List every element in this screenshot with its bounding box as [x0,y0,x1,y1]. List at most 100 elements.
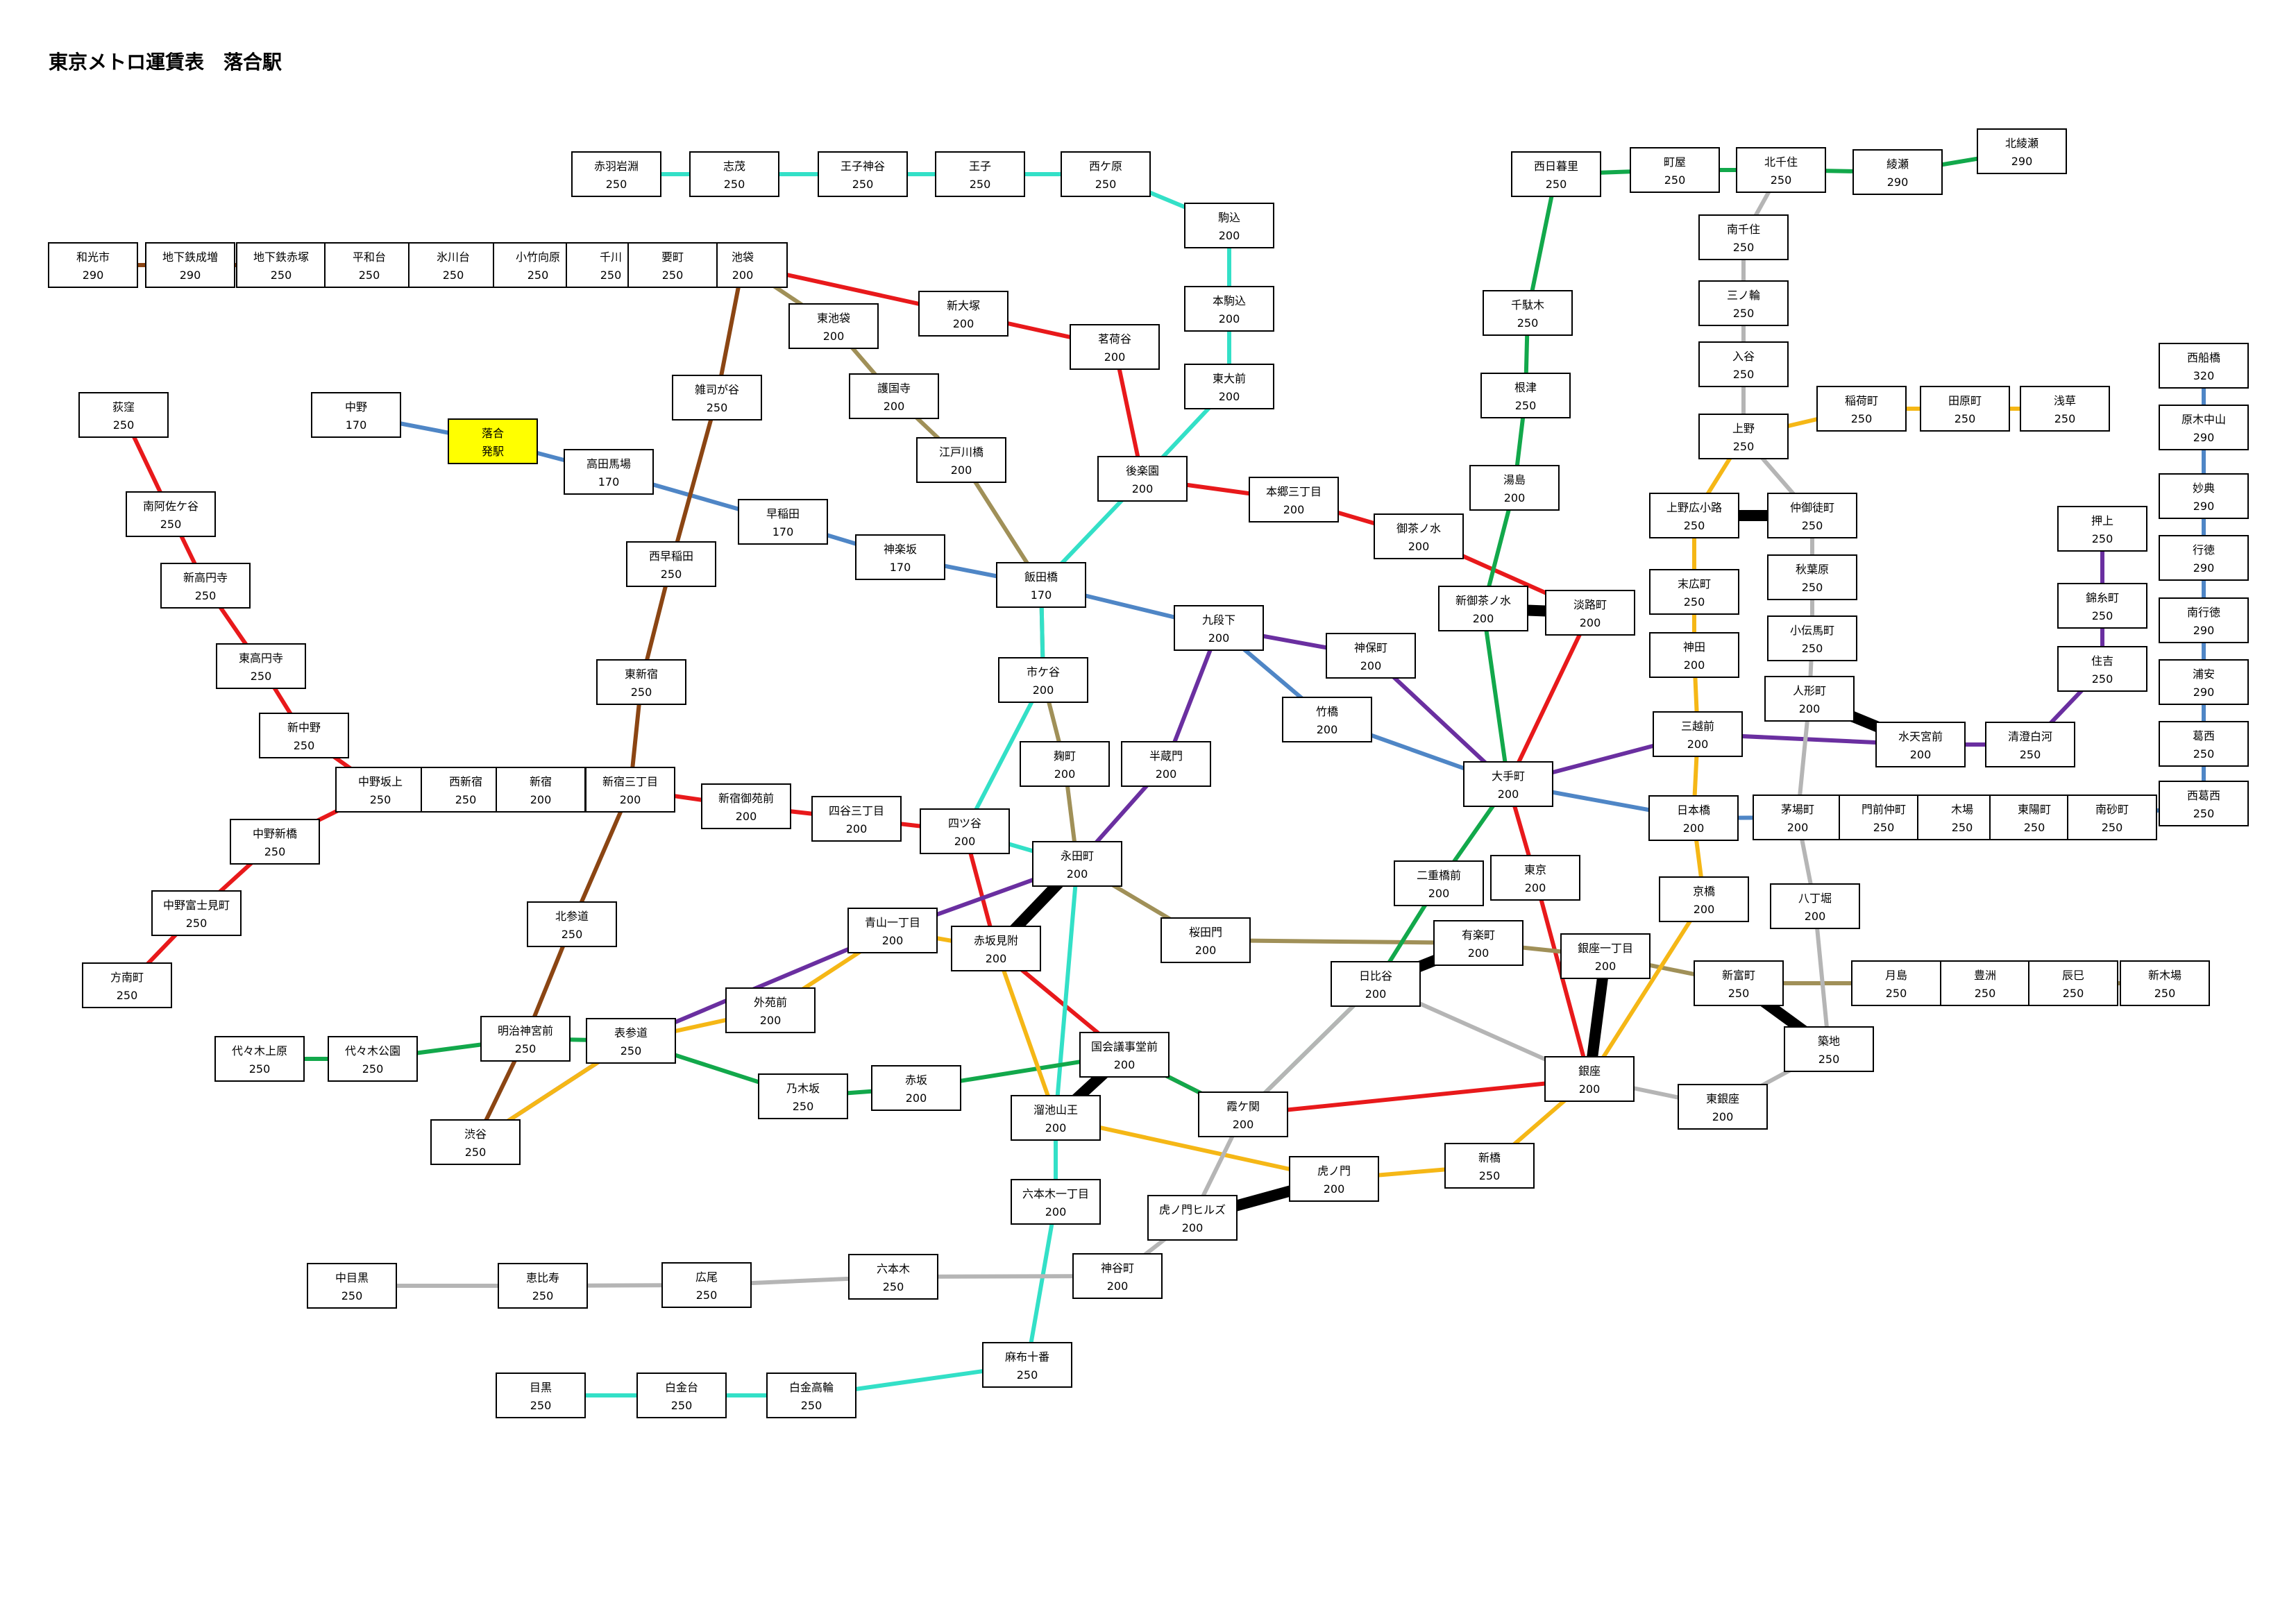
station-frame [1764,676,1855,722]
station-name: 中野新橋 [253,827,297,840]
station-fare: 250 [1975,987,1996,1000]
station-name: 要町 [661,250,684,264]
station-fare: 200 [1156,767,1177,781]
station-frame [2028,960,2118,1006]
station-fare: 250 [443,269,464,282]
station-name: 平和台 [353,250,386,264]
station-name: 妙典 [2193,482,2215,495]
station-fare: 170 [598,475,620,488]
station-fare: 250 [606,178,627,191]
station-frame [848,1254,938,1300]
station-fare: 200 [1132,482,1154,495]
station-name: 日比谷 [1359,969,1392,983]
station-name: 町屋 [1664,155,1686,169]
station-name: 地下鉄赤塚 [253,250,309,264]
station-fare: 250 [1802,581,1823,594]
station-name: 新橋 [1478,1151,1501,1164]
station-fare: 200 [1473,612,1494,625]
station-name: 虎ノ門 [1317,1164,1351,1178]
ginza-line-segment [994,946,1058,1120]
hibiya-line-segment [1813,904,1831,1051]
station-fare: 250 [661,568,682,581]
ginza-line-segment [1054,1116,1336,1181]
station-fare: 250 [1851,412,1873,425]
station-fare: 290 [2193,561,2215,575]
station-name: 南千住 [1727,223,1760,236]
station-name: 代々木公園 [345,1044,400,1057]
station-frame [982,1342,1072,1388]
station-frame [527,901,617,947]
station-frame [1079,1032,1170,1078]
station-frame [1070,324,1160,370]
station-name: 木場 [1951,803,1973,816]
station-name: 白金台 [665,1381,698,1394]
station-name: 東京 [1524,863,1546,876]
station-name: 神保町 [1354,641,1387,654]
station-name: 神谷町 [1101,1261,1134,1275]
station-name: 御茶ノ水 [1396,522,1441,535]
station-frame [918,291,1008,337]
station-frame [236,242,326,288]
station-frame [1694,960,1784,1006]
station-frame [324,242,414,288]
station-name: 新宿三丁目 [602,775,658,788]
station-fare: 250 [801,1399,822,1412]
station-fare: 250 [294,739,315,752]
station-fare: 250 [515,1042,537,1055]
station-fare: 200 [1595,960,1617,973]
station-fare: 200 [1283,503,1305,516]
station-frame [480,1016,571,1062]
station-frame [1767,493,1857,538]
station-fare: 250 [2063,987,2084,1000]
yurakucho-line-segment [1204,938,1480,945]
station-frame [1184,286,1274,332]
station-fare: 250 [671,1399,693,1412]
station-name: 護国寺 [877,382,911,395]
station-frame [2159,343,2249,389]
station-fare: 200 [1208,631,1230,645]
station-name: 清澄白河 [2008,730,2052,743]
station-name: 上野広小路 [1666,501,1722,514]
station-fare: 250 [527,269,549,282]
station-name: 方南町 [110,971,144,984]
station-name: 渋谷 [464,1128,487,1141]
station-fare: 250 [793,1100,814,1113]
station-fare: 200 [1182,1221,1204,1234]
station-fare: 250 [2092,532,2113,545]
station-frame [1032,841,1122,887]
station-frame [1469,465,1560,511]
station-fare: 250 [724,178,745,191]
station-frame [496,1373,586,1418]
station-frame [1020,741,1110,787]
station-name: 地下鉄成増 [162,250,218,264]
station-fare: 250 [264,845,286,858]
station-fare: 250 [1517,316,1539,330]
station-frame [1463,761,1553,807]
station-name: 千川 [600,250,622,264]
station-name: 大手町 [1492,770,1525,783]
station-frame [1985,722,2075,767]
station-frame [160,563,251,609]
station-frame [1326,633,1416,679]
station-frame [1184,364,1274,409]
